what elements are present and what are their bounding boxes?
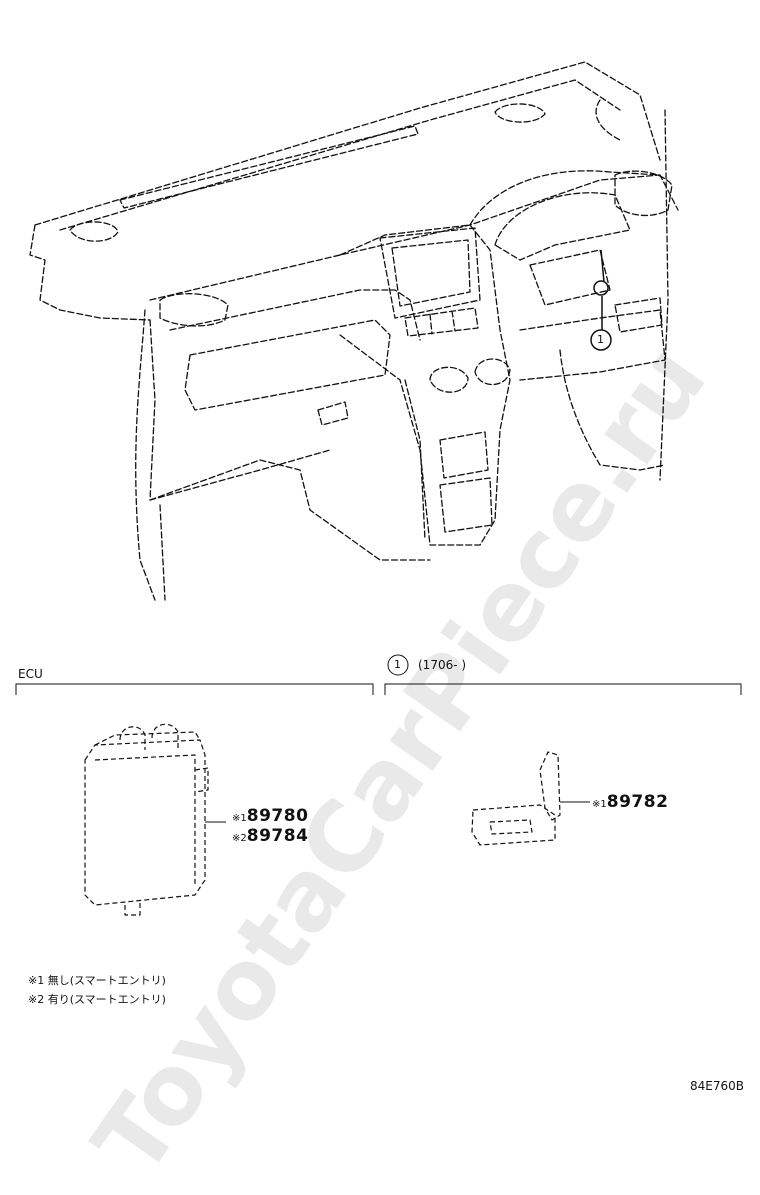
illustration-code: 84E760B <box>690 1079 744 1093</box>
left-speaker <box>69 221 119 242</box>
glovebox-inner <box>184 319 391 411</box>
ecu-connector-1 <box>119 726 146 750</box>
ecu-top <box>94 731 201 746</box>
part-number-row: ※189782 <box>592 792 668 812</box>
variant-mark: ※1 <box>232 813 247 824</box>
lower-front-edge <box>149 459 431 561</box>
ecu-front-edge <box>94 754 196 885</box>
right-lower-panel <box>519 309 666 381</box>
bracket-detail <box>489 819 533 835</box>
bracket-section-line <box>384 683 742 695</box>
bracket-ref-number: 1 <box>394 658 401 671</box>
left-pillar <box>135 309 156 601</box>
part-number[interactable]: 89780 <box>246 806 309 826</box>
ecu-connector-2 <box>151 723 179 748</box>
meter-face <box>494 192 631 261</box>
footnote: ※2 有り(スマートエントリ) <box>28 993 166 1006</box>
upper-panel-line <box>149 174 661 301</box>
left-end <box>29 224 151 321</box>
ecu-bottom-plug <box>124 903 141 916</box>
illustration <box>15 61 742 916</box>
part-number[interactable]: 89782 <box>606 792 669 812</box>
lower-panel <box>149 319 331 501</box>
button-row <box>404 307 479 337</box>
callout-circle <box>590 329 612 351</box>
lower-switches <box>439 431 493 533</box>
right-vent <box>614 170 673 217</box>
bracket-ref-circle <box>387 654 409 676</box>
glovebox-top <box>169 289 421 341</box>
ecu-tab <box>194 767 209 793</box>
target-circle <box>593 280 609 296</box>
center-lower-side <box>404 379 426 541</box>
steering-column <box>559 349 666 471</box>
bracket-upright <box>539 751 561 821</box>
callout-markers <box>590 249 612 351</box>
ecu-module-drawing <box>84 723 209 916</box>
section-dividers <box>15 654 742 695</box>
variant-mark: ※1 <box>592 799 607 810</box>
ecu-body <box>84 739 206 906</box>
meter-hood <box>469 170 679 226</box>
display-screen <box>391 239 471 307</box>
center-stack-outer <box>339 224 511 546</box>
callout-number: 1 <box>597 333 604 346</box>
footnote: ※1 無し(スマートエントリ) <box>28 974 166 987</box>
ecu-section-line <box>15 683 374 695</box>
right-speaker <box>494 103 546 123</box>
dashboard-drawing <box>29 61 679 601</box>
part-number-row: ※289784 <box>232 826 308 846</box>
dash-top-inner <box>59 79 621 231</box>
meter-lower <box>529 249 611 306</box>
glovebox-handle <box>317 401 349 426</box>
part-number-row: ※189780 <box>232 806 308 826</box>
right-pillar <box>659 109 669 481</box>
callout-leader <box>600 249 605 283</box>
variant-mark: ※2 <box>232 833 247 844</box>
left-vent <box>159 293 229 327</box>
display-bezel <box>379 227 481 319</box>
center-knobs <box>429 358 511 393</box>
defroster-vent <box>119 125 419 209</box>
dash-top-outline <box>34 61 661 226</box>
parts-diagram-page: ToyotaCarPiece.ru <box>15 61 744 1195</box>
ecu-section-title: ECU <box>18 667 43 681</box>
bracket-date-range: (1706- ) <box>418 658 467 672</box>
left-bottom <box>159 504 166 601</box>
part-number[interactable]: 89784 <box>246 826 309 846</box>
windshield-right <box>595 99 621 141</box>
bracket-base <box>471 804 556 846</box>
bracket-drawing <box>471 751 561 846</box>
